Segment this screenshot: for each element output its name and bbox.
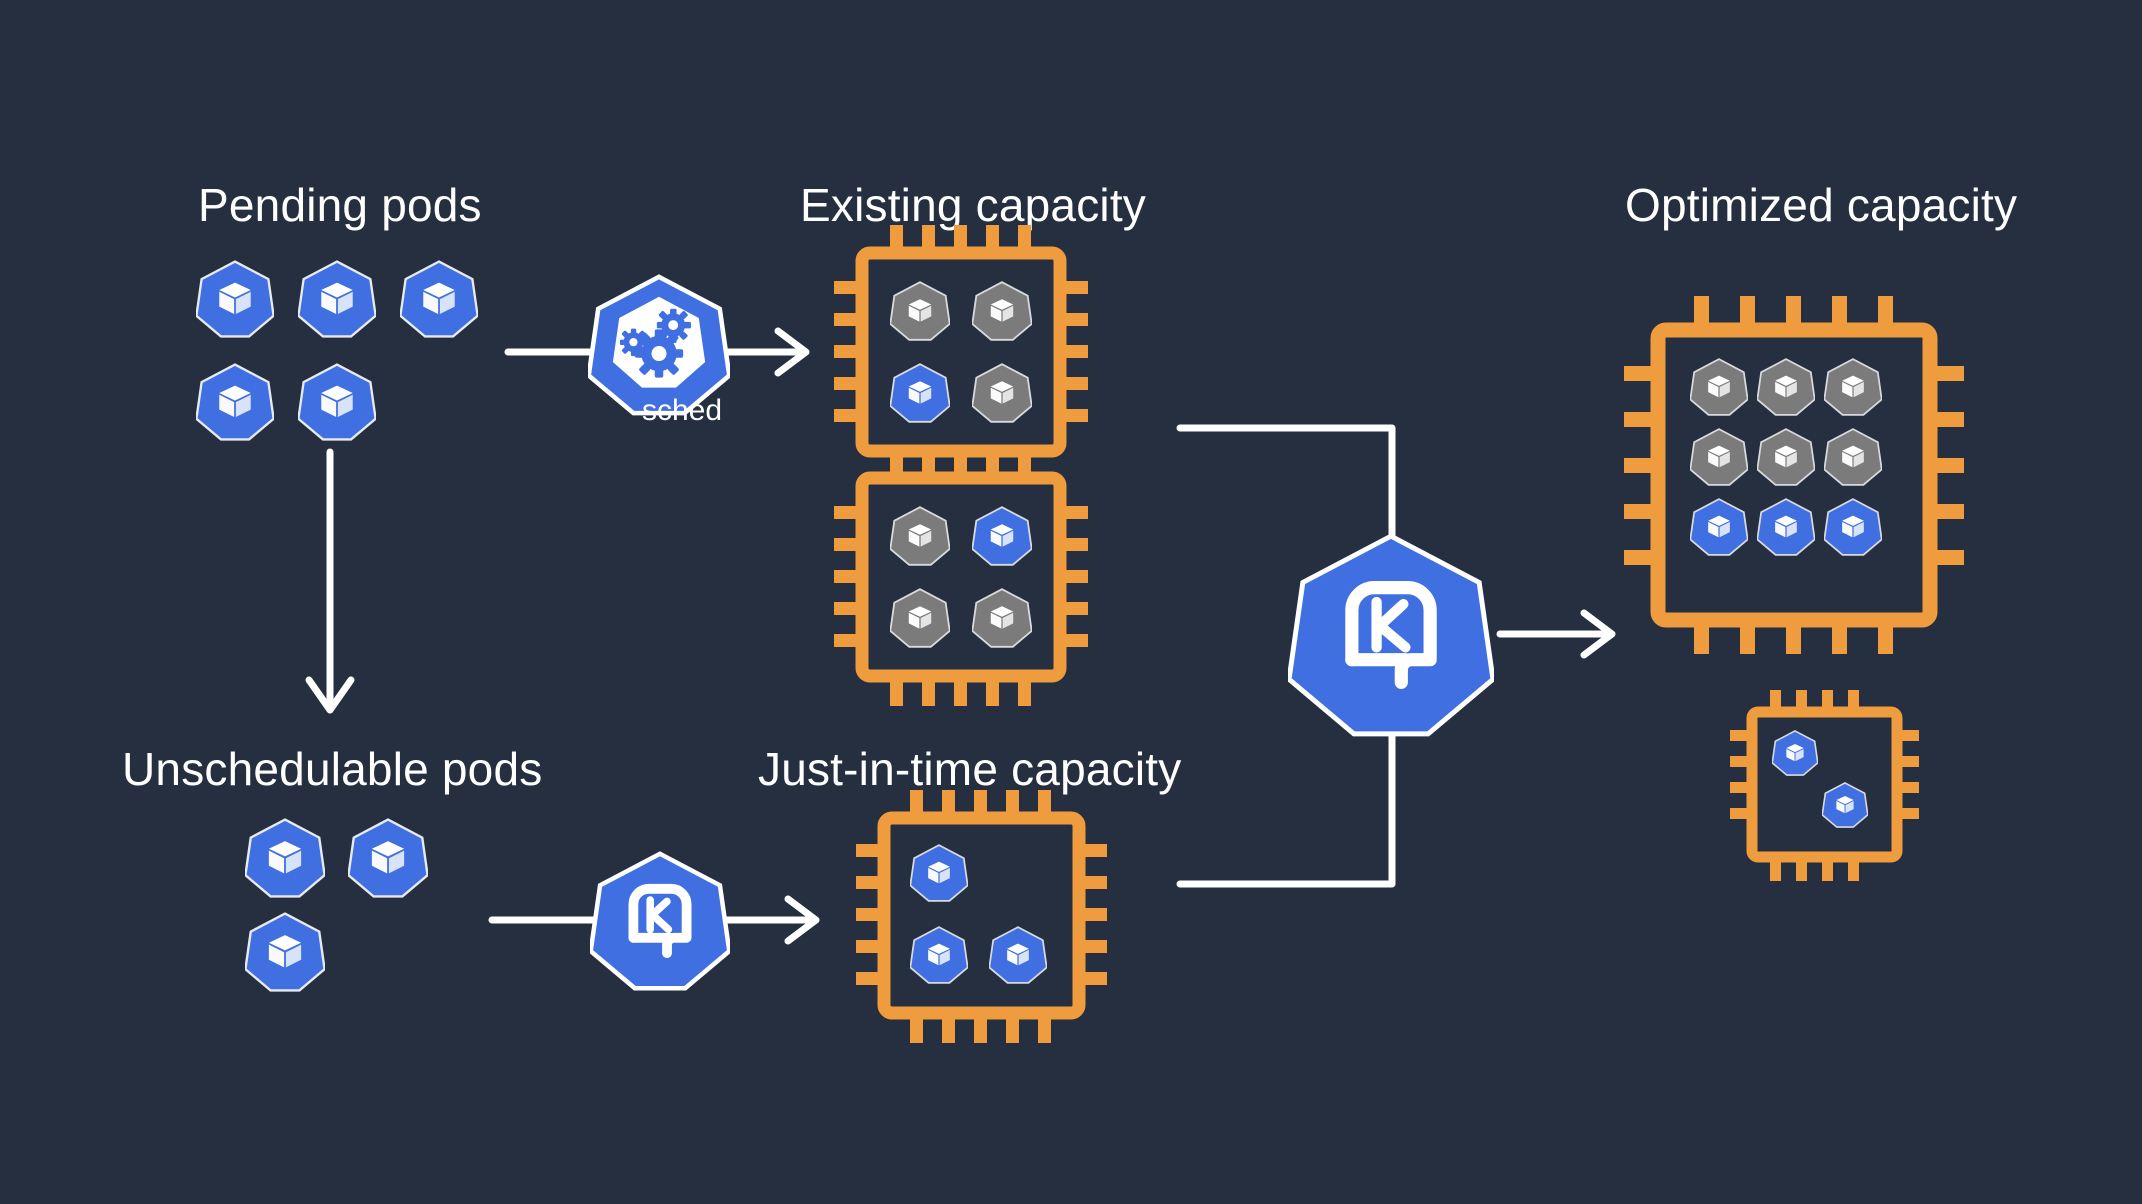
chip-pod (1824, 428, 1882, 486)
chip-pod (989, 926, 1047, 984)
pod (298, 363, 376, 441)
chip-pod (1757, 358, 1815, 416)
elbow-existing-to-karpenter (1176, 424, 1396, 570)
label-pending-pods: Pending pods (198, 179, 482, 231)
karpenter-k-letter (646, 896, 673, 934)
label-existing-capacity: Existing capacity (800, 179, 1146, 231)
label-unschedulable-pods: Unschedulable pods (122, 743, 543, 795)
chip-pod (1690, 498, 1748, 556)
scheduler-label: sched (642, 394, 722, 427)
pod (245, 912, 326, 992)
chip-pins (1730, 690, 1919, 881)
pod (400, 260, 478, 338)
chip-optimized-small (1730, 690, 1919, 881)
chip-pins (834, 450, 1088, 706)
pod (348, 818, 429, 898)
chip-body (1746, 706, 1903, 863)
chip-pod (890, 363, 951, 423)
chip-pod (890, 588, 951, 648)
chip-pod (1824, 498, 1882, 556)
chip-pod (1690, 358, 1748, 416)
chip-existing-1 (834, 225, 1088, 481)
chip-pod (1824, 358, 1882, 416)
arrow-pending-to-unschedulable (305, 448, 355, 714)
chip-optimized-large (1624, 296, 1964, 654)
chip-pins (856, 790, 1107, 1043)
karpenter-k-letter (1371, 596, 1411, 653)
label-optimized-capacity: Optimized capacity (1625, 179, 2018, 231)
chip-just-in-time (856, 790, 1107, 1043)
label-just-in-time-capacity: Just-in-time capacity (758, 743, 1182, 795)
chip-body (1650, 322, 1938, 628)
chip-body (855, 246, 1067, 458)
pending-pods-group (196, 260, 478, 441)
chip-pod (972, 363, 1033, 423)
connectors (305, 327, 1616, 945)
chip-existing-2 (834, 450, 1088, 706)
chip-pod (972, 588, 1033, 648)
scheduler-node[interactable] (589, 277, 730, 413)
chip-body (877, 811, 1086, 1020)
chip-pod (972, 281, 1033, 341)
pod (196, 260, 274, 338)
chip-pod (1757, 498, 1815, 556)
chip-body (855, 471, 1067, 683)
elbow-jit-to-karpenter (1176, 722, 1396, 888)
arrow-karpenter-to-optimized (1496, 609, 1616, 659)
unschedulable-pods-group (245, 818, 429, 992)
pod (245, 818, 326, 898)
chip-pod (1772, 730, 1819, 776)
chip-pod (1690, 428, 1748, 486)
pod (298, 260, 376, 338)
chip-pod (1757, 428, 1815, 486)
karpenter-logo-icon (628, 883, 692, 959)
karpenter-node-small[interactable] (591, 854, 730, 988)
chip-pod (910, 844, 968, 902)
pod (196, 363, 274, 441)
chip-pins (834, 225, 1088, 481)
karpenter-node-large[interactable] (1289, 536, 1493, 734)
chip-pod (1822, 782, 1869, 828)
chip-pod (910, 926, 968, 984)
chip-pod (972, 506, 1033, 566)
gears-icon (612, 296, 706, 388)
chip-pod (890, 506, 951, 566)
karpenter-logo-icon (1345, 581, 1437, 689)
chip-pod (890, 281, 951, 341)
